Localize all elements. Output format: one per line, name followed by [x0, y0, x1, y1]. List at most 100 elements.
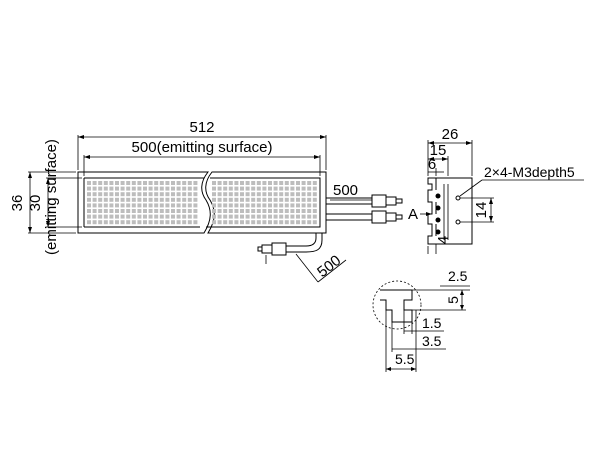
led-cell	[131, 214, 136, 219]
led-cell	[262, 186, 267, 191]
led-cell	[92, 192, 97, 197]
led-cell	[307, 214, 312, 219]
led-cell	[251, 220, 256, 225]
led-cell	[115, 209, 119, 213]
led-cell	[187, 209, 192, 213]
led-cell	[279, 197, 284, 202]
led-cell	[120, 220, 125, 225]
led-cell	[115, 220, 119, 225]
led-cell	[165, 186, 170, 191]
led-cell	[290, 181, 295, 185]
side-view: 26 15 6 2×4-M3depth5 14 4	[427, 126, 584, 254]
led-cell	[187, 192, 192, 197]
led-cell	[154, 192, 159, 197]
led-cell	[87, 220, 91, 225]
led-cell	[284, 181, 289, 185]
led-cell	[312, 209, 317, 213]
led-cell	[212, 181, 216, 185]
led-cell	[284, 209, 289, 213]
led-cell	[234, 197, 239, 202]
led-cell	[171, 197, 175, 202]
led-cell	[273, 209, 278, 213]
led-cell	[148, 203, 153, 208]
led-cell	[223, 197, 228, 202]
led-cell	[212, 192, 216, 197]
emitting-cells-left	[87, 181, 198, 225]
led-cell	[228, 220, 233, 225]
led-cell	[187, 214, 192, 219]
led-cell	[165, 197, 170, 202]
led-cell	[240, 197, 244, 202]
section-marker-a: A	[408, 206, 418, 223]
led-cell	[148, 209, 153, 213]
led-cell	[251, 203, 256, 208]
led-cell	[176, 209, 181, 213]
led-cell	[131, 192, 136, 197]
led-cell	[131, 220, 136, 225]
led-cell	[159, 220, 164, 225]
led-cell	[301, 209, 306, 213]
led-cell	[182, 214, 187, 219]
dim-512-label: 512	[189, 119, 214, 136]
detail-a: 2.5 5 1.5 3.5 5.5	[372, 268, 470, 372]
led-cell	[92, 214, 97, 219]
led-cell	[98, 203, 103, 208]
led-cell	[159, 186, 164, 191]
led-cell	[262, 181, 267, 185]
led-cell	[137, 192, 142, 197]
led-cell	[223, 186, 228, 191]
led-cell	[109, 192, 114, 197]
led-cell	[251, 197, 256, 202]
led-cell	[273, 220, 278, 225]
led-cell	[126, 192, 131, 197]
led-cell	[126, 220, 131, 225]
led-cell	[182, 209, 187, 213]
led-cell	[212, 214, 216, 219]
led-cell	[193, 192, 198, 197]
m3-hole-lower	[455, 219, 461, 225]
led-cell	[171, 220, 175, 225]
led-cell	[143, 203, 147, 208]
led-cell	[223, 203, 228, 208]
led-cell	[92, 197, 97, 202]
led-cell	[159, 197, 164, 202]
led-cell	[262, 203, 267, 208]
led-cell	[143, 197, 147, 202]
led-cell	[307, 181, 312, 185]
dim-14-label: 14	[473, 202, 490, 219]
led-cell	[268, 220, 272, 225]
led-cell	[126, 181, 131, 185]
led-cell	[126, 214, 131, 219]
led-cell	[284, 220, 289, 225]
dim-36-label: 36	[9, 195, 26, 212]
led-cell	[120, 181, 125, 185]
dim-5-label: 5	[445, 296, 461, 304]
led-cell	[256, 203, 261, 208]
led-cell	[159, 203, 164, 208]
led-cell	[284, 197, 289, 202]
led-cell	[103, 181, 108, 185]
led-cell	[290, 203, 295, 208]
led-cell	[279, 181, 284, 185]
led-cell	[223, 181, 228, 185]
led-cell	[109, 214, 114, 219]
led-cell	[228, 209, 233, 213]
led-cell	[296, 186, 300, 191]
led-cell	[290, 197, 295, 202]
dim-5-5-label: 5.5	[395, 351, 415, 367]
led-cell	[307, 209, 312, 213]
led-cell	[126, 186, 131, 191]
led-cell	[217, 203, 222, 208]
led-cell	[234, 186, 239, 191]
led-cell	[187, 186, 192, 191]
led-cell	[131, 197, 136, 202]
led-cell	[120, 203, 125, 208]
led-cell	[290, 209, 295, 213]
led-cell	[296, 220, 300, 225]
led-cell	[273, 203, 278, 208]
led-cell	[98, 186, 103, 191]
led-cell	[143, 220, 147, 225]
led-cell	[296, 214, 300, 219]
led-cell	[171, 181, 175, 185]
